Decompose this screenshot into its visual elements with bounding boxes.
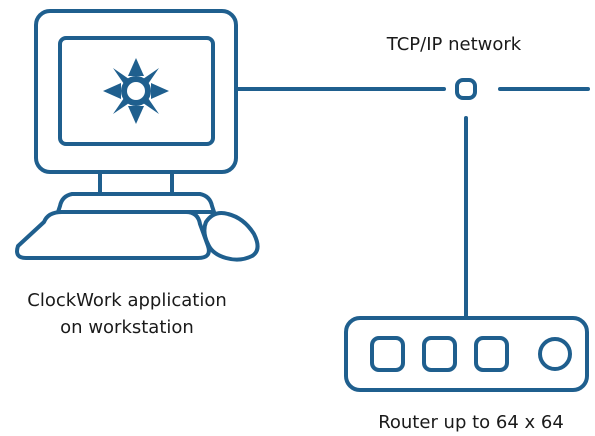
monitor-stand	[98, 170, 174, 196]
router-port-1	[370, 336, 405, 372]
workstation-label-line2: on workstation	[60, 317, 194, 338]
workstation-label-line1: ClockWork application	[27, 290, 227, 311]
router-indicator	[538, 337, 572, 371]
router-port-2	[422, 336, 457, 372]
router-port-3	[474, 336, 509, 372]
workstation-icon	[15, 9, 260, 262]
monitor-base	[56, 192, 216, 214]
router-device-icon	[344, 316, 589, 392]
monitor-frame	[34, 9, 238, 174]
router-body	[344, 316, 589, 392]
keyboard	[15, 210, 211, 260]
network-label: TCP/IP network	[386, 34, 522, 55]
mouse	[202, 211, 260, 262]
network-junction-icon	[455, 78, 477, 100]
network-links	[234, 78, 590, 320]
clockwork-star-logo-icon	[103, 58, 169, 124]
monitor-screen	[58, 36, 215, 146]
router-label: Router up to 64 x 64	[378, 412, 564, 433]
